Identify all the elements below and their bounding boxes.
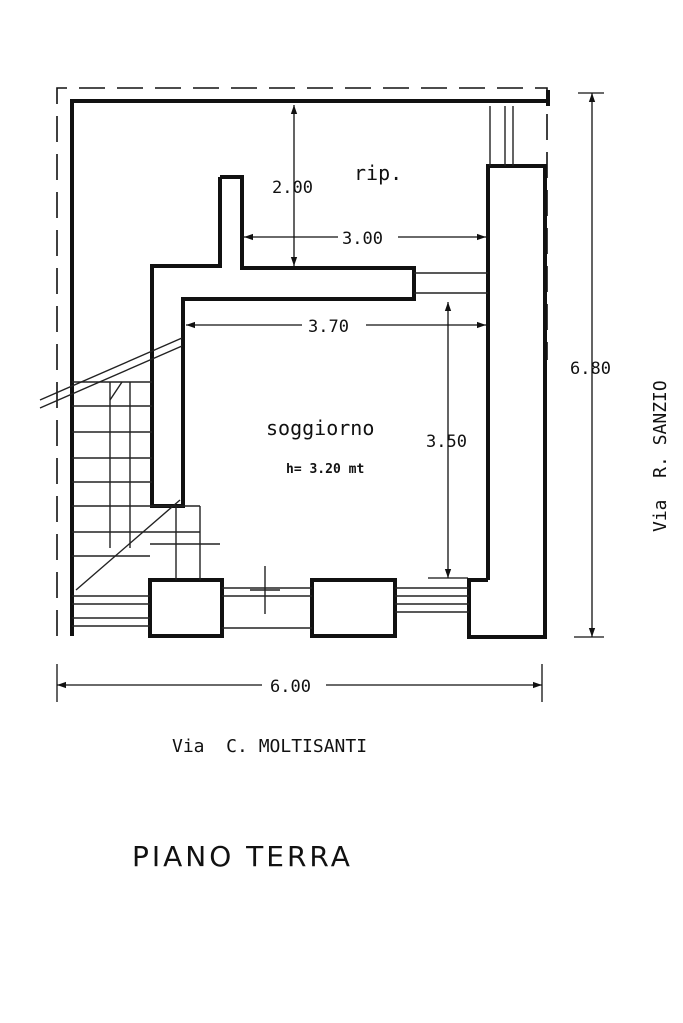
window-lines [414,272,488,294]
floor-title: PIANO TERRA [132,840,353,873]
property-boundary [56,87,548,636]
room-label-living: soggiorno [266,416,374,440]
dimension-lines [56,92,604,702]
bottom-pillars [148,578,397,638]
staircase [39,337,220,591]
bottom-openings [72,566,469,629]
dim-label-living-depth: 3.50 [426,432,467,452]
interior-walls [150,175,416,508]
street-label-south: Via C. MOLTISANTI [172,736,367,757]
dim-label-total-width: 6.00 [270,677,311,697]
dim-label-living-width: 3.70 [308,317,349,337]
dim-label-top-horizontal: 3.00 [342,229,383,249]
street-label-east: Via R. SANZIO [650,380,671,532]
room-height-label: h= 3.20 mt [286,462,364,477]
dim-label-top-vertical: 2.00 [272,178,313,198]
dim-label-total-depth: 6.80 [570,359,611,379]
room-label-storage: rip. [354,161,402,185]
